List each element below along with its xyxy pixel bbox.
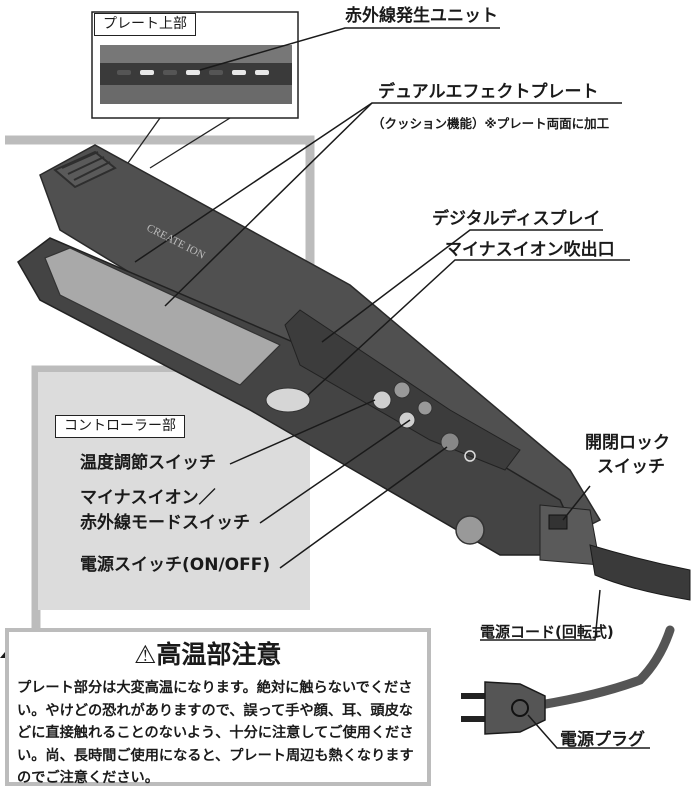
mode-switch-label-2: 赤外線モードスイッチ: [80, 513, 250, 533]
grip-ridges: [53, 150, 117, 189]
inset-pointer-right: [149, 117, 231, 169]
dual-plate-label: デュアルエフェクトプレート: [378, 82, 599, 102]
power-indicator: [464, 450, 476, 462]
plate-inset-top: [100, 45, 292, 63]
plate-inset-bottom: [100, 85, 292, 104]
power-button[interactable]: [440, 432, 460, 452]
mode-switch-label-1: マイナスイオン／: [80, 488, 216, 508]
infrared-leds: [117, 70, 269, 75]
temp-switch-label: 温度調節スイッチ: [80, 453, 216, 473]
plug-label: 電源プラグ: [560, 730, 645, 750]
ion-outlet-label: マイナスイオン吹出口: [445, 240, 615, 260]
temp-button-minus[interactable]: [372, 390, 392, 410]
mode-button-2[interactable]: [417, 400, 433, 416]
inset-pointer-left: [127, 117, 161, 164]
plug-cord: [535, 625, 675, 710]
lock-switch-label-2: スイッチ: [597, 457, 665, 477]
power-plug: [461, 681, 546, 735]
controller-tag: コントローラー部: [55, 415, 185, 439]
display-label: デジタルディスプレイ: [432, 209, 601, 229]
infrared-label: 赤外線発生ユニット: [345, 6, 498, 26]
power-switch-label: 電源スイッチ(ON/OFF): [80, 555, 271, 575]
handle-end: [539, 504, 601, 566]
ion-outlet: [265, 387, 311, 413]
warning-title: ⚠高温部注意: [134, 640, 282, 669]
high-temperature-warning: ⚠高温部注意 プレート部分は大変高温になります。絶対に触らないでください。やけど…: [5, 628, 431, 786]
cushion-note: （クッション機能）※プレート両面に加工: [372, 116, 610, 131]
temp-button-plus[interactable]: [393, 381, 411, 399]
cord-label: 電源コード(回転式): [480, 623, 614, 641]
dual-effect-plate: [44, 247, 282, 386]
hinge-knob: [455, 515, 485, 545]
lock-switch-label-1: 開閉ロック: [585, 433, 670, 453]
power-cord: [589, 544, 691, 601]
warning-body: プレート部分は大変高温になります。絶対に触らないでください。やけどの恐れがありま…: [17, 680, 414, 786]
lock-switch[interactable]: [548, 514, 568, 530]
leader-lines: [134, 27, 650, 749]
plate-top-tag: プレート上部: [94, 13, 196, 37]
